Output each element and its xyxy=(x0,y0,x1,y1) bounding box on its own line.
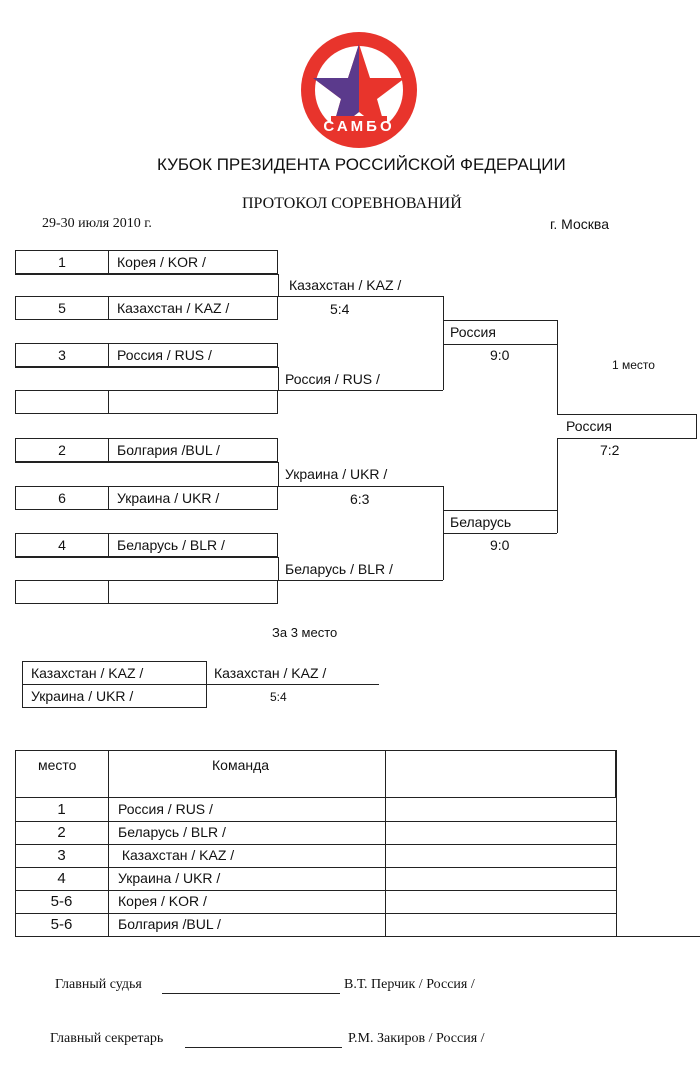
round2-winner: Украина / UKR / xyxy=(285,466,388,482)
bracket-line xyxy=(557,438,558,510)
table-line xyxy=(15,750,16,936)
bracket-line xyxy=(278,367,279,390)
table-line xyxy=(616,750,617,936)
table-line xyxy=(15,867,617,868)
round2-winner: Беларусь / BLR / xyxy=(285,561,393,577)
table-line xyxy=(15,844,617,845)
seed-cell xyxy=(15,390,109,414)
bracket-line xyxy=(696,414,697,438)
judge-label: Главный судья xyxy=(55,977,142,992)
bracket-line xyxy=(557,414,697,415)
results-header-row xyxy=(15,750,616,798)
final-winner: Россия xyxy=(566,418,612,434)
bracket-line xyxy=(278,580,443,581)
final-score: 7:2 xyxy=(600,442,620,458)
seed-cell: 6 xyxy=(15,486,109,510)
sambo-logo: САМБО xyxy=(297,28,421,152)
bracket-line xyxy=(207,684,379,685)
semi-winner: Россия xyxy=(450,324,496,340)
bracket-line xyxy=(443,296,444,390)
bracket-line xyxy=(443,533,557,534)
judge-name: В.Т. Перчик / Россия / xyxy=(344,977,475,992)
table-row-place: 3 xyxy=(57,847,66,864)
signature-line xyxy=(185,1047,342,1048)
signature-line xyxy=(162,993,340,994)
col-header-place: место xyxy=(38,757,77,773)
third-place-team: Казахстан / KAZ / xyxy=(22,661,207,685)
bracket-line xyxy=(278,274,279,296)
bracket-line xyxy=(443,320,557,321)
team-cell: Казахстан / KAZ / xyxy=(108,296,278,320)
table-line xyxy=(108,750,109,936)
round2-winner: Россия / RUS / xyxy=(285,371,380,387)
bracket-line xyxy=(15,462,278,463)
table-row-place: 4 xyxy=(57,870,66,887)
secretary-name: Р.М. Закиров / Россия / xyxy=(348,1031,485,1046)
table-line xyxy=(15,821,617,822)
bracket-line xyxy=(557,438,697,439)
event-city: г. Москва xyxy=(550,216,609,232)
bracket-line xyxy=(15,557,278,558)
third-place-label: За 3 место xyxy=(272,625,338,640)
third-place-score: 5:4 xyxy=(270,690,287,704)
table-line xyxy=(15,936,700,937)
table-row-place: 2 xyxy=(57,824,66,841)
team-cell: Корея / KOR / xyxy=(108,250,278,274)
table-row-place: 5-6 xyxy=(50,893,73,910)
table-row-team: Болгария /BUL / xyxy=(118,916,221,932)
team-cell: Болгария /BUL / xyxy=(108,438,278,462)
table-row-place: 5-6 xyxy=(50,916,73,933)
semi-winner: Беларусь xyxy=(450,514,512,530)
logo-bottom-text: САМБО xyxy=(323,118,395,135)
secretary-label: Главный секретарь xyxy=(50,1031,164,1046)
table-row-place: 1 xyxy=(57,801,66,818)
bracket-line xyxy=(557,510,558,533)
bracket-line xyxy=(443,344,557,345)
table-line xyxy=(15,890,617,891)
team-cell xyxy=(108,390,278,414)
page-title: КУБОК ПРЕЗИДЕНТА РОССИЙСКОЙ ФЕДЕРАЦИИ xyxy=(157,155,566,174)
table-row-team: Корея / KOR / xyxy=(118,893,207,909)
bracket-line xyxy=(278,296,443,297)
seed-cell: 1 xyxy=(15,250,109,274)
seed-cell: 5 xyxy=(15,296,109,320)
team-cell: Украина / UKR / xyxy=(108,486,278,510)
seed-cell: 3 xyxy=(15,343,109,367)
table-row-team: Беларусь / BLR / xyxy=(118,824,226,840)
bracket-line xyxy=(278,486,443,487)
bracket-line xyxy=(443,510,557,511)
bracket-line xyxy=(278,390,443,391)
semi-score: 9:0 xyxy=(490,537,510,553)
seed-cell: 2 xyxy=(15,438,109,462)
table-line xyxy=(385,750,386,936)
bracket-line xyxy=(557,344,558,414)
table-line xyxy=(15,913,617,914)
third-place-team: Украина / UKR / xyxy=(22,684,207,708)
team-cell: Россия / RUS / xyxy=(108,343,278,367)
round2-winner: Казахстан / KAZ / xyxy=(289,277,402,293)
table-row-team: Украина / UKR / xyxy=(118,870,221,886)
bracket-line xyxy=(15,367,278,368)
semi-score: 9:0 xyxy=(490,347,510,363)
page-subtitle: ПРОТОКОЛ СОРЕВНОВАНИЙ xyxy=(242,195,462,212)
col-header-team: Команда xyxy=(212,757,270,773)
bracket-line xyxy=(557,320,558,344)
team-cell xyxy=(108,580,278,604)
bracket-line xyxy=(15,274,278,275)
event-date: 29-30 июля 2010 г. xyxy=(42,216,152,231)
third-place-winner: Казахстан / KAZ / xyxy=(214,665,327,681)
table-row-team: Россия / RUS / xyxy=(118,801,213,817)
bracket-line xyxy=(278,462,279,486)
round2-score: 6:3 xyxy=(350,491,370,507)
seed-cell xyxy=(15,580,109,604)
final-place-label: 1 место xyxy=(612,358,655,372)
seed-cell: 4 xyxy=(15,533,109,557)
table-row-team: Казахстан / KAZ / xyxy=(118,847,235,863)
bracket-line xyxy=(278,557,279,580)
round2-score: 5:4 xyxy=(330,301,350,317)
team-cell: Беларусь / BLR / xyxy=(108,533,278,557)
